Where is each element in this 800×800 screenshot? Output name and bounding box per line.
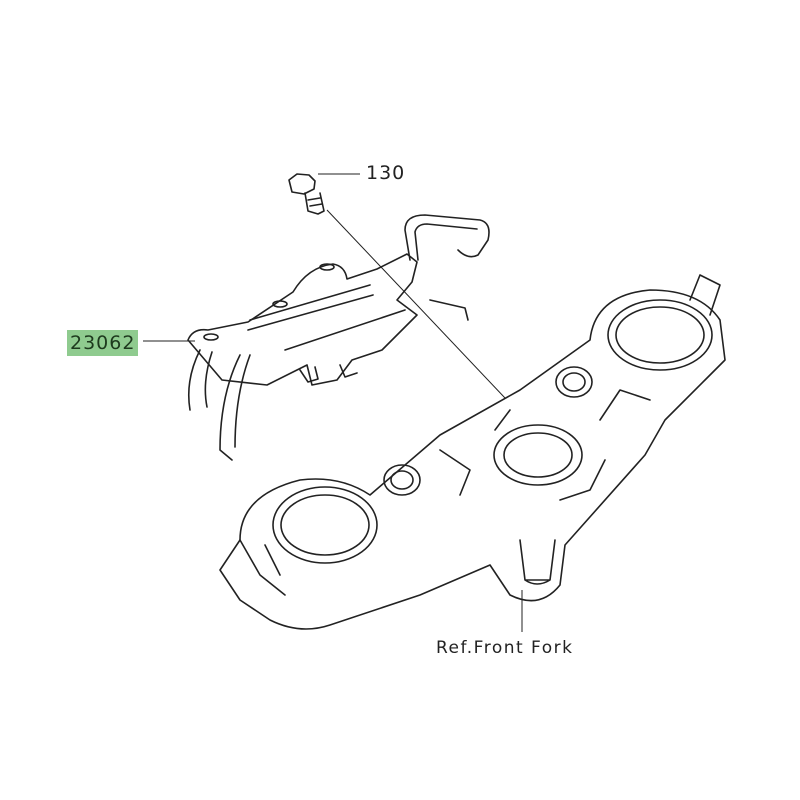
bolt-130[interactable] [288, 173, 325, 215]
assembly-axis-line [326, 209, 506, 399]
steering-stem-triple-clamp[interactable] [219, 274, 726, 630]
part-number-23062-label[interactable]: 23062 [67, 330, 139, 356]
part-number-130-label[interactable]: 130 [366, 162, 406, 184]
bracket-23062[interactable] [187, 214, 490, 461]
reference-front-fork-label: Ref.Front Fork [436, 638, 574, 658]
